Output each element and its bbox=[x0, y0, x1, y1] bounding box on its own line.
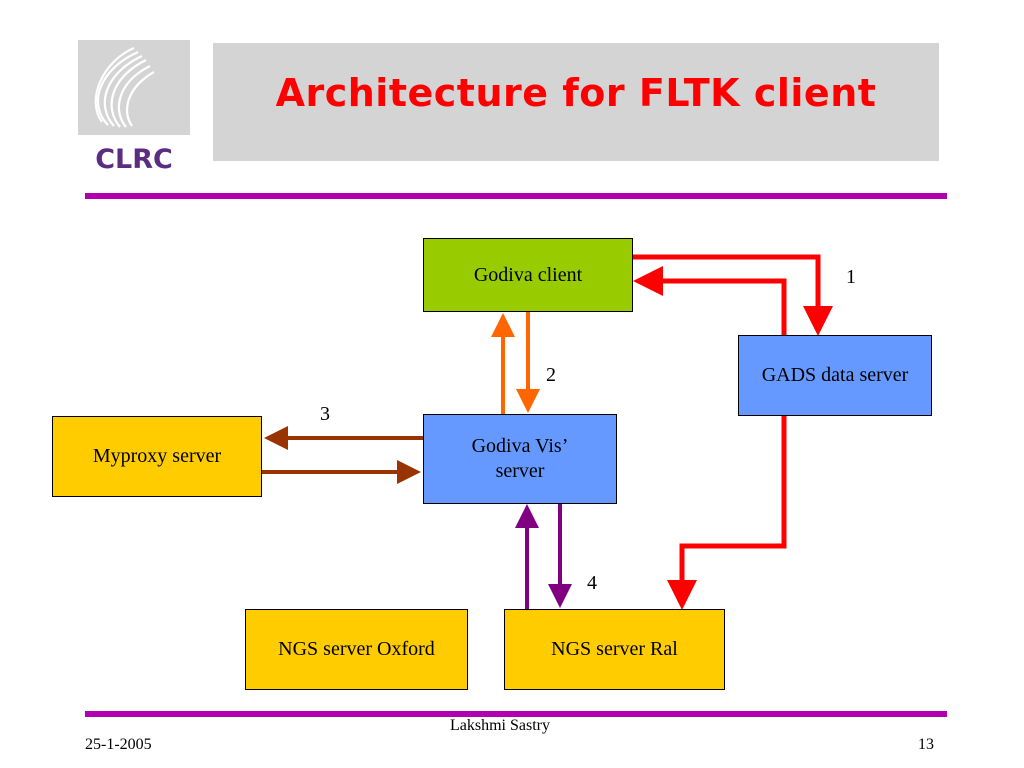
clrc-logo: CLRC bbox=[78, 40, 190, 175]
node-gads-data-server-label: GADS data server bbox=[761, 364, 909, 386]
node-ngs-server-oxford: NGS server Oxford bbox=[245, 609, 468, 690]
node-godiva-client: Godiva client bbox=[423, 238, 633, 312]
node-myproxy-server-label: Myproxy server bbox=[92, 445, 222, 467]
footer-page-number: 13 bbox=[918, 736, 934, 753]
edge-label-4: 4 bbox=[587, 572, 597, 594]
logo-text: CLRC bbox=[95, 144, 173, 175]
node-godiva-vis-server-line1: Godiva Vis’ bbox=[471, 435, 569, 457]
node-myproxy-server: Myproxy server bbox=[52, 416, 262, 497]
node-ngs-server-oxford-label: NGS server Oxford bbox=[278, 638, 435, 660]
arrow-client-to-gads bbox=[633, 254, 833, 336]
edge-label-2: 2 bbox=[546, 364, 556, 386]
edge-label-3: 3 bbox=[320, 403, 330, 425]
node-ngs-server-ral-label: NGS server Ral bbox=[551, 638, 678, 660]
footer-date: 25-1-2005 bbox=[85, 736, 152, 753]
arrow-gads-to-client bbox=[633, 266, 787, 335]
top-divider bbox=[85, 193, 947, 199]
node-godiva-vis-server: Godiva Vis’ server bbox=[423, 414, 617, 504]
footer-author: Lakshmi Sastry bbox=[450, 717, 550, 734]
arrow-gads-to-ngs-ral bbox=[667, 416, 787, 610]
edge-label-1: 1 bbox=[846, 266, 856, 288]
node-ngs-server-ral: NGS server Ral bbox=[504, 609, 725, 690]
bottom-divider bbox=[85, 711, 947, 717]
node-godiva-client-label: Godiva client bbox=[473, 263, 583, 286]
node-gads-data-server: GADS data server bbox=[738, 335, 932, 416]
node-godiva-vis-server-line2: server bbox=[495, 460, 545, 482]
slide-title: Architecture for FLTK client bbox=[275, 71, 877, 115]
title-banner: Architecture for FLTK client bbox=[213, 43, 939, 161]
